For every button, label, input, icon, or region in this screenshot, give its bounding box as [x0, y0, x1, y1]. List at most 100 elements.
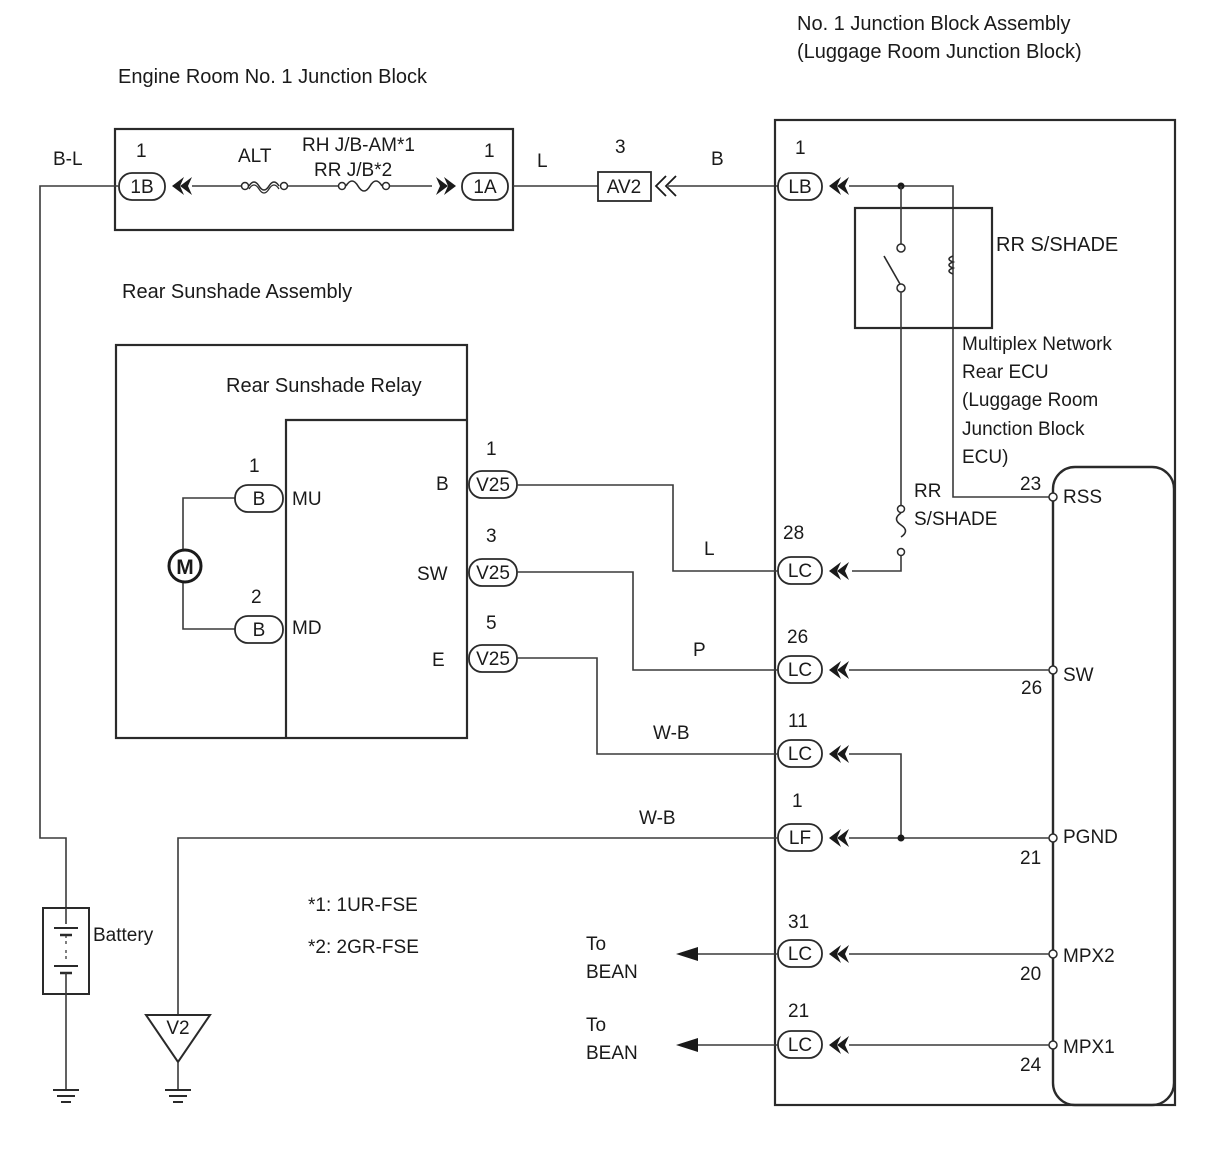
connector-lc28-arrow — [829, 562, 849, 580]
terminal-e: E — [432, 650, 445, 671]
ecu-terminal-pgnd: PGND 21 — [1020, 827, 1118, 869]
ecu-terminal-sw-pin: 26 — [1021, 678, 1042, 699]
connector-lc21-label: LC — [788, 1035, 812, 1056]
ecu-title-line2: Rear ECU — [962, 362, 1049, 383]
ecu-terminal-sw: SW 26 — [1021, 665, 1094, 699]
connector-lb — [777, 172, 823, 201]
wire-wb2 — [177, 837, 778, 1015]
pin-motor-b1: 1 — [249, 456, 260, 477]
wire-label-p: P — [693, 640, 706, 661]
wire-label-bl: B-L — [53, 149, 83, 170]
pin-v25-1: 1 — [486, 439, 497, 460]
connector-lc21-arrow — [829, 1036, 849, 1054]
battery-label: Battery — [93, 925, 154, 946]
terminal-md: MD — [292, 618, 322, 639]
junction-dot-pgnd — [897, 834, 905, 842]
bean-label-1: BEAN — [586, 962, 638, 983]
rr-sshade-relay-label: RR S/SHADE — [996, 234, 1118, 256]
ecu-terminal-mpx1-name: MPX1 — [1063, 1037, 1115, 1058]
engine-room-jb-box — [113, 127, 515, 232]
wire-wb1 — [517, 657, 778, 755]
ecu-terminal-pgnd-name: PGND — [1063, 827, 1118, 848]
ground-point-v2 — [144, 1014, 212, 1064]
connector-lc31-arrow — [829, 945, 849, 963]
connector-1b-label: 1B — [130, 177, 153, 198]
connector-1a — [461, 172, 509, 201]
fuse-rhjbam-symbol — [337, 180, 391, 192]
pin-lc28: 28 — [783, 523, 804, 544]
connector-lc11-arrow — [829, 745, 849, 763]
note-1: *1: 1UR-FSE — [308, 895, 418, 916]
terminal-sw: SW — [417, 564, 448, 585]
bean-arrow-2 — [676, 1038, 698, 1052]
connector-motor-b1-label: B — [253, 489, 266, 510]
bean-label-2: BEAN — [586, 1043, 638, 1064]
wire-label-l-mid: L — [704, 539, 715, 560]
ecu-terminal-rss: RSS 23 — [1020, 474, 1102, 508]
pin-1b: 1 — [136, 141, 147, 162]
wire-label-wb1: W-B — [653, 723, 690, 744]
connector-1a-arrow — [436, 177, 456, 195]
ecu-terminal-mpx2-pin: 20 — [1020, 964, 1041, 985]
fuse-rr-sshade-symbol — [852, 504, 907, 572]
fuse-rr-sshade-label1: RR — [914, 481, 941, 502]
fuse-rhjbam-label: RH J/B-AM*1 — [302, 135, 415, 156]
wire-lc11-pgnd — [849, 753, 902, 838]
relay-coil-symbol — [948, 255, 956, 275]
relay-switch-symbol — [883, 186, 906, 505]
connector-1b — [118, 172, 166, 201]
connector-lf1-arrow — [829, 829, 849, 847]
terminal-b: B — [436, 474, 449, 495]
ecu-terminal-rss-name: RSS — [1063, 487, 1102, 508]
fuse-rr-sshade-label2: S/SHADE — [914, 509, 997, 530]
motor-symbol — [167, 548, 203, 584]
rear-sunshade-relay-title: Rear Sunshade Relay — [226, 375, 422, 397]
ecu-terminal-sw-name: SW — [1063, 665, 1094, 686]
wire-motor-mu — [182, 497, 236, 549]
connector-lc28-label: LC — [788, 561, 812, 582]
ecu-box — [1051, 465, 1176, 1107]
engine-room-jb-title: Engine Room No. 1 Junction Block — [118, 66, 428, 88]
pin-lc21: 21 — [788, 1001, 809, 1022]
connector-lc31-label: LC — [788, 944, 812, 965]
wire-l-mid — [517, 484, 778, 572]
fuse-alt-label: ALT — [238, 146, 272, 167]
connector-v25-1-label: V25 — [476, 475, 510, 496]
ecu-title-line1: Multiplex Network — [962, 334, 1112, 355]
pin-lf1: 1 — [792, 791, 803, 812]
ecu-terminal-pgnd-pin: 21 — [1020, 848, 1041, 869]
connector-motor-b2 — [234, 615, 284, 644]
ecu-terminal-mpx2-name: MPX2 — [1063, 946, 1115, 967]
connector-lf1-label: LF — [789, 828, 811, 849]
connector-motor-b1 — [234, 484, 284, 513]
connector-lb-label: LB — [788, 177, 811, 198]
ground-icon-v2 — [165, 1062, 191, 1103]
connector-lc11-label: LC — [788, 744, 812, 765]
bean-to-2: To — [586, 1015, 606, 1036]
pin-lc26: 26 — [787, 627, 808, 648]
rear-sunshade-assembly-title: Rear Sunshade Assembly — [122, 281, 352, 303]
connector-lc26-arrow — [829, 661, 849, 679]
connector-v25-3-label: V25 — [476, 563, 510, 584]
motor-symbol-label: M — [176, 556, 194, 579]
fuse-alt-symbol — [240, 181, 289, 194]
connector-av2 — [597, 171, 652, 202]
rear-sunshade-assembly-box — [114, 343, 469, 740]
terminal-mu: MU — [292, 489, 322, 510]
bean-to-1: To — [586, 934, 606, 955]
rear-sunshade-relay-box — [284, 418, 467, 738]
pin-1a: 1 — [484, 141, 495, 162]
bean-arrow-1 — [676, 947, 698, 961]
ecu-terminal-mpx2: MPX2 20 — [1020, 946, 1115, 985]
wire-label-b-top: B — [711, 149, 724, 170]
ecu-terminal-mpx1-pin: 24 — [1020, 1055, 1042, 1076]
connector-v25-5-label: V25 — [476, 649, 510, 670]
ground-point-v2-label: V2 — [166, 1018, 189, 1039]
note-2: *2: 2GR-FSE — [308, 937, 419, 958]
pin-lc11: 11 — [788, 711, 808, 732]
pin-v25-5: 5 — [486, 613, 497, 634]
wire-bl — [39, 185, 118, 908]
ground-icon-battery — [53, 994, 79, 1103]
pin-av2: 3 — [615, 137, 626, 158]
